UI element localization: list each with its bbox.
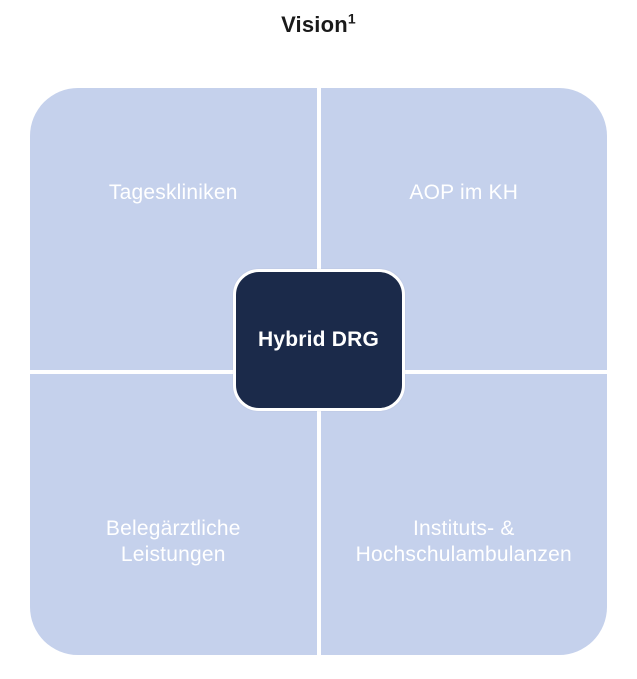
page-title: Vision1 [0,12,637,38]
title-text: Vision [281,12,348,37]
quadrant-belegaerztliche-leistungen: Belegärztliche Leistungen [30,373,317,655]
quadrant-label: AOP im KH [409,180,519,204]
quadrant-label: Tageskliniken [108,180,238,204]
title-superscript: 1 [347,10,356,27]
center-box-label: Hybrid DRG [257,327,379,351]
quadrant-instituts-hochschulambulanzen: Instituts- & Hochschulambulanzen [320,373,607,655]
quadrant-label: Belegärztliche Leistungen [105,517,241,567]
center-box-hybrid-drg: Hybrid DRG [232,268,405,411]
quadrant-diagram: Tageskliniken AOP im KH Belegärztliche L… [30,88,607,655]
quadrant-label: Instituts- & Hochschulambulanzen [355,517,572,567]
